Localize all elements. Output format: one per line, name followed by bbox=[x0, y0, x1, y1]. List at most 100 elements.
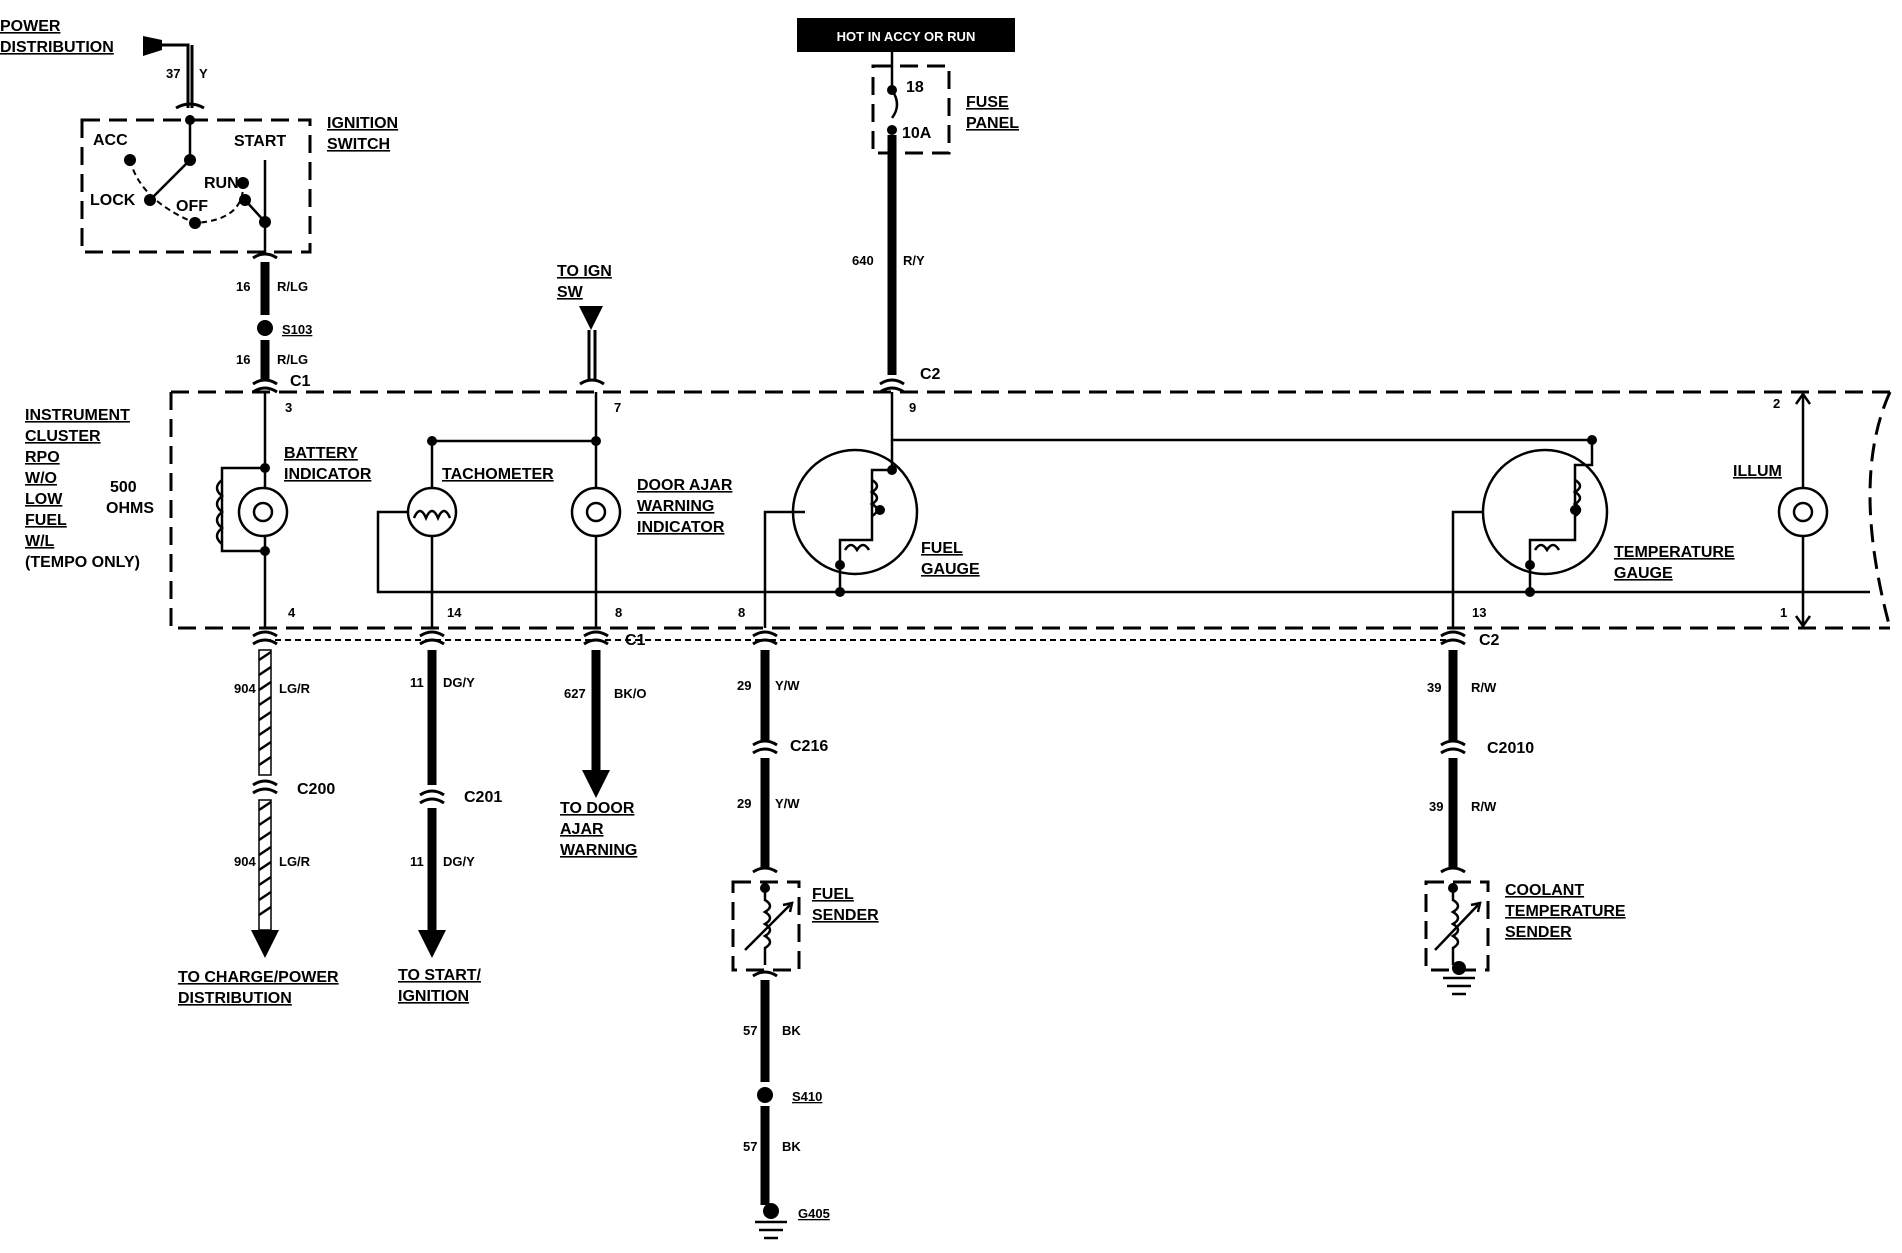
svg-text:DISTRIBUTION: DISTRIBUTION bbox=[178, 990, 292, 1007]
wire-627: 627 BK/O TO DOOR AJAR WARNING bbox=[560, 630, 647, 859]
svg-text:TO START/: TO START/ bbox=[398, 967, 482, 984]
svg-text:LOW: LOW bbox=[25, 491, 63, 508]
svg-text:R/W: R/W bbox=[1471, 680, 1497, 695]
svg-text:FUEL: FUEL bbox=[25, 512, 67, 529]
ground-icon bbox=[755, 1220, 787, 1240]
svg-text:PANEL: PANEL bbox=[966, 115, 1019, 132]
svg-text:C201: C201 bbox=[464, 789, 502, 806]
svg-text:FUEL: FUEL bbox=[921, 540, 963, 557]
instrument-cluster: INSTRUMENT CLUSTER RPO W/O LOW FUEL W/L … bbox=[25, 390, 1892, 630]
connector-icon bbox=[175, 102, 205, 110]
svg-text:DG/Y: DG/Y bbox=[443, 854, 475, 869]
tachometer: TACHOMETER bbox=[376, 436, 1870, 628]
svg-text:13: 13 bbox=[1472, 605, 1486, 620]
svg-text:8: 8 bbox=[615, 605, 622, 620]
svg-text:BK: BK bbox=[782, 1139, 801, 1154]
svg-text:W/L: W/L bbox=[25, 533, 55, 550]
arrow-down-icon bbox=[418, 930, 446, 958]
svg-text:ACC: ACC bbox=[93, 132, 128, 149]
svg-text:TO DOOR: TO DOOR bbox=[560, 800, 635, 817]
svg-text:39: 39 bbox=[1429, 799, 1443, 814]
lamp-icon bbox=[252, 501, 274, 523]
arrow-down-icon bbox=[582, 770, 610, 798]
svg-text:DISTRIBUTION: DISTRIBUTION bbox=[0, 39, 114, 56]
wire-39: 39 R/W C2010 39 R/W bbox=[1427, 630, 1534, 874]
splice-s103 bbox=[257, 320, 273, 336]
svg-text:RPO: RPO bbox=[25, 449, 60, 466]
svg-text:WARNING: WARNING bbox=[637, 498, 714, 515]
door-ajar-indicator: DOOR AJAR WARNING INDICATOR bbox=[570, 392, 733, 628]
svg-text:16: 16 bbox=[236, 279, 250, 294]
svg-text:57: 57 bbox=[743, 1139, 757, 1154]
svg-text:TACHOMETER: TACHOMETER bbox=[442, 466, 554, 483]
svg-text:3: 3 bbox=[285, 400, 292, 415]
svg-text:SENDER: SENDER bbox=[812, 907, 879, 924]
svg-text:C2010: C2010 bbox=[1487, 740, 1534, 757]
wire-904: 904 LG/R C200 904 LG/R TO CHARGE/POWER D… bbox=[178, 630, 339, 1007]
svg-text:640: 640 bbox=[852, 253, 874, 268]
svg-text:29: 29 bbox=[737, 796, 751, 811]
svg-text:16: 16 bbox=[236, 352, 250, 367]
svg-text:18: 18 bbox=[906, 79, 924, 96]
fuel-gauge: FUEL GAUGE bbox=[763, 392, 1597, 628]
svg-text:S410: S410 bbox=[792, 1089, 822, 1104]
to-ign-sw: TO IGN SW bbox=[557, 263, 612, 386]
svg-text:OHMS: OHMS bbox=[106, 500, 154, 517]
illum-lamp: ILLUM bbox=[1733, 391, 1829, 629]
svg-text:8: 8 bbox=[738, 605, 745, 620]
wire-16: 16 R/LG S103 16 R/LG C1 bbox=[236, 252, 312, 394]
svg-text:BK: BK bbox=[782, 1023, 801, 1038]
ground-icon bbox=[1443, 976, 1475, 996]
svg-text:37: 37 bbox=[166, 66, 180, 81]
arrow-down-icon bbox=[251, 930, 279, 958]
svg-text:2: 2 bbox=[1773, 396, 1780, 411]
svg-text:SW: SW bbox=[557, 284, 584, 301]
svg-text:500: 500 bbox=[110, 479, 137, 496]
svg-text:627: 627 bbox=[564, 686, 586, 701]
svg-text:Y/W: Y/W bbox=[775, 796, 800, 811]
svg-text:10A: 10A bbox=[902, 125, 932, 142]
resistor-icon bbox=[215, 479, 224, 545]
svg-text:LG/R: LG/R bbox=[279, 854, 311, 869]
svg-text:C200: C200 bbox=[297, 781, 335, 798]
svg-text:C216: C216 bbox=[790, 738, 828, 755]
svg-text:R/LG: R/LG bbox=[277, 352, 308, 367]
svg-text:POWER: POWER bbox=[0, 18, 61, 35]
svg-text:START: START bbox=[234, 133, 286, 150]
svg-text:CLUSTER: CLUSTER bbox=[25, 428, 101, 445]
tachometer-icon bbox=[412, 509, 452, 522]
svg-text:HOT IN ACCY OR RUN: HOT IN ACCY OR RUN bbox=[837, 29, 976, 44]
svg-text:11: 11 bbox=[410, 675, 424, 690]
svg-text:R/Y: R/Y bbox=[903, 253, 925, 268]
variable-resistor-icon bbox=[1450, 888, 1460, 965]
svg-text:WARNING: WARNING bbox=[560, 842, 637, 859]
hot-in-accy-or-run-banner: HOT IN ACCY OR RUN bbox=[797, 18, 1015, 52]
svg-text:G405: G405 bbox=[798, 1206, 830, 1221]
wire-57: 57 BK S410 57 BK G405 bbox=[743, 980, 830, 1240]
svg-text:SENDER: SENDER bbox=[1505, 924, 1572, 941]
svg-text:C2: C2 bbox=[920, 366, 941, 383]
svg-text:BK/O: BK/O bbox=[614, 686, 647, 701]
svg-text:GAUGE: GAUGE bbox=[1614, 565, 1673, 582]
svg-text:4: 4 bbox=[288, 605, 296, 620]
c2-bottom-label: C2 bbox=[1479, 632, 1500, 649]
svg-text:IGNITION: IGNITION bbox=[327, 115, 398, 132]
svg-text:LOCK: LOCK bbox=[90, 192, 136, 209]
svg-text:INDICATOR: INDICATOR bbox=[637, 519, 725, 536]
svg-text:14: 14 bbox=[447, 605, 462, 620]
svg-text:TO CHARGE/POWER: TO CHARGE/POWER bbox=[178, 969, 339, 986]
splice-s410 bbox=[757, 1087, 773, 1103]
svg-text:COOLANT: COOLANT bbox=[1505, 882, 1584, 899]
power-source-icon bbox=[143, 36, 162, 56]
fuel-sender: FUEL SENDER bbox=[731, 880, 879, 978]
svg-text:904: 904 bbox=[234, 854, 256, 869]
svg-text:SWITCH: SWITCH bbox=[327, 136, 390, 153]
svg-text:FUEL: FUEL bbox=[812, 886, 854, 903]
svg-text:BATTERY: BATTERY bbox=[284, 445, 358, 462]
svg-text:(TEMPO ONLY): (TEMPO ONLY) bbox=[25, 554, 140, 571]
fuse-panel: FUSE PANEL 18 10A 640 R/Y C2 bbox=[852, 52, 1019, 394]
svg-text:FUSE: FUSE bbox=[966, 94, 1009, 111]
svg-text:GAUGE: GAUGE bbox=[921, 561, 980, 578]
svg-text:ILLUM: ILLUM bbox=[1733, 463, 1782, 480]
